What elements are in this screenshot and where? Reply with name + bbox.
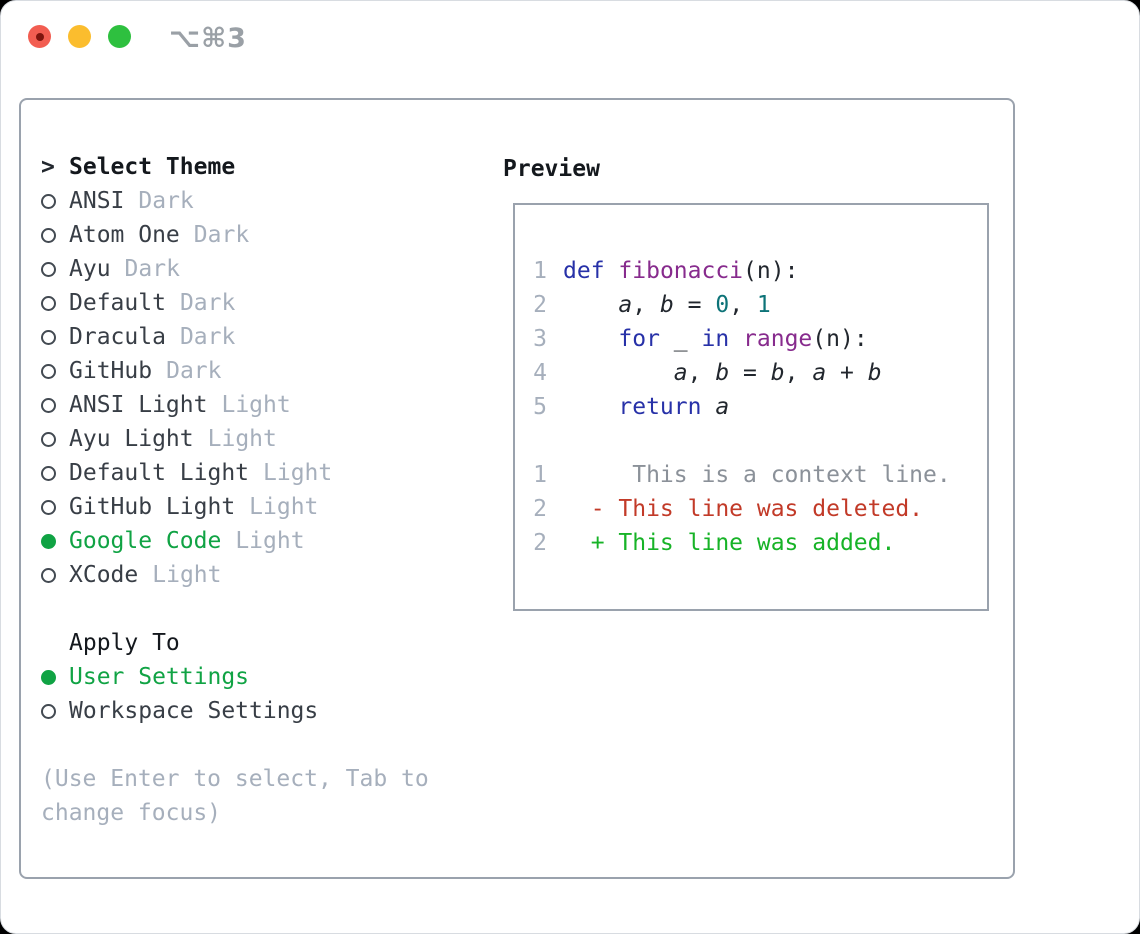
radio-icon [41, 329, 56, 345]
theme-name: Default [69, 290, 166, 316]
line-number: 2 [533, 530, 547, 556]
theme-variant: Dark [124, 256, 180, 282]
radio-icon [41, 465, 56, 481]
preview-line: 1 This is a context line. [533, 458, 987, 492]
theme-name: Dracula [69, 324, 166, 350]
radio-icon [41, 295, 56, 311]
theme-option-ayu-dark[interactable]: Ayu Dark [41, 252, 491, 286]
theme-option-default-light-light[interactable]: Default Light Light [41, 456, 491, 490]
theme-name: GitHub Light [69, 494, 236, 520]
line-content: for _ in range(n): [618, 326, 868, 352]
line-number: 1 [533, 258, 547, 284]
line-number: 4 [533, 360, 547, 386]
theme-option-ayu-light-light[interactable]: Ayu Light Light [41, 422, 491, 456]
theme-variant: Light [207, 426, 277, 452]
theme-name: GitHub [69, 358, 153, 384]
theme-option-github-dark[interactable]: GitHub Dark [41, 354, 491, 388]
radio-icon [41, 431, 56, 447]
radio-icon [41, 567, 56, 583]
theme-name: Default Light [69, 460, 250, 486]
theme-name: ANSI Light [69, 392, 208, 418]
radio-selected-icon [41, 533, 56, 549]
theme-variant: Dark [138, 188, 194, 214]
target-name: User Settings [69, 664, 250, 690]
radio-icon [41, 397, 56, 413]
zoom-button[interactable] [108, 25, 131, 48]
close-button[interactable] [28, 25, 51, 48]
theme-variant: Dark [179, 324, 236, 350]
line-number: 2 [533, 496, 547, 522]
cursor-icon: > [41, 154, 55, 180]
radio-icon [41, 499, 56, 515]
apply-target-workspace-settings[interactable]: Workspace Settings [41, 694, 491, 728]
theme-name: ANSI [69, 188, 125, 214]
theme-name: Ayu [69, 256, 111, 282]
line-number: 3 [533, 326, 547, 352]
theme-name: Google Code [69, 528, 222, 554]
preview-line: 2 a, b = 0, 1 [533, 288, 987, 322]
theme-variant: Dark [179, 290, 236, 316]
line-content: a, b = 0, 1 [618, 292, 771, 318]
theme-option-atom-one-dark[interactable]: Atom One Dark [41, 218, 491, 252]
line-content: return a [618, 394, 730, 420]
line-content: + This line was added. [563, 530, 896, 556]
theme-name: Ayu Light [69, 426, 194, 452]
preview-line: 4 a, b = b, a + b [533, 356, 987, 390]
radio-icon [41, 193, 56, 209]
preview-line: 2 - This line was deleted. [533, 492, 987, 526]
preview-line: 1 def fibonacci(n): [533, 254, 987, 288]
preview-line [533, 424, 987, 458]
theme-option-google-code-light[interactable]: Google Code Light [41, 524, 491, 558]
line-number: 2 [533, 292, 547, 318]
theme-variant: Light [152, 562, 222, 588]
theme-option-xcode-light[interactable]: XCode Light [41, 558, 491, 592]
theme-variant: Dark [166, 358, 222, 384]
preview-line: 5 return a [533, 390, 987, 424]
apply-target-user-settings[interactable]: User Settings [41, 660, 491, 694]
theme-name: Atom One [69, 222, 180, 248]
line-number: 1 [533, 462, 547, 488]
minimize-button[interactable] [68, 25, 91, 48]
theme-name: XCode [69, 562, 139, 588]
window-title: ⌥⌘3 [169, 23, 247, 54]
line-content: a, b = b, a + b [673, 360, 882, 386]
theme-variant: Light [221, 392, 291, 418]
theme-option-ansi-light-light[interactable]: ANSI Light Light [41, 388, 491, 422]
title-bar: ⌥⌘3 [1, 1, 1139, 75]
radio-icon [41, 703, 56, 719]
radio-icon [41, 227, 56, 243]
theme-option-ansi-dark[interactable]: ANSI Dark [41, 184, 491, 218]
keyboard-hint: (Use Enter to select, Tab to change focu… [41, 766, 429, 826]
line-content: This is a context line. [563, 462, 951, 488]
select-theme-label: Select Theme [69, 154, 236, 180]
line-content: - This line was deleted. [563, 496, 924, 522]
theme-option-dracula-dark[interactable]: Dracula Dark [41, 320, 491, 354]
theme-variant: Light [263, 460, 333, 486]
target-name: Workspace Settings [69, 698, 319, 724]
theme-variant: Dark [193, 222, 250, 248]
preview-line: 2 + This line was added. [533, 526, 987, 560]
line-content: def fibonacci(n): [563, 258, 799, 284]
radio-selected-icon [41, 669, 56, 685]
theme-option-github-light-light[interactable]: GitHub Light Light [41, 490, 491, 524]
theme-variant: Light [235, 528, 305, 554]
apply-to-header: Apply To [69, 630, 180, 656]
select-theme-header: > Select Theme [41, 150, 491, 184]
radio-icon [41, 261, 56, 277]
theme-option-default-dark[interactable]: Default Dark [41, 286, 491, 320]
radio-icon [41, 363, 56, 379]
line-number: 5 [533, 394, 547, 420]
theme-variant: Light [249, 494, 319, 520]
preview-line: 3 for _ in range(n): [533, 322, 987, 356]
preview-header: Preview [503, 156, 600, 182]
